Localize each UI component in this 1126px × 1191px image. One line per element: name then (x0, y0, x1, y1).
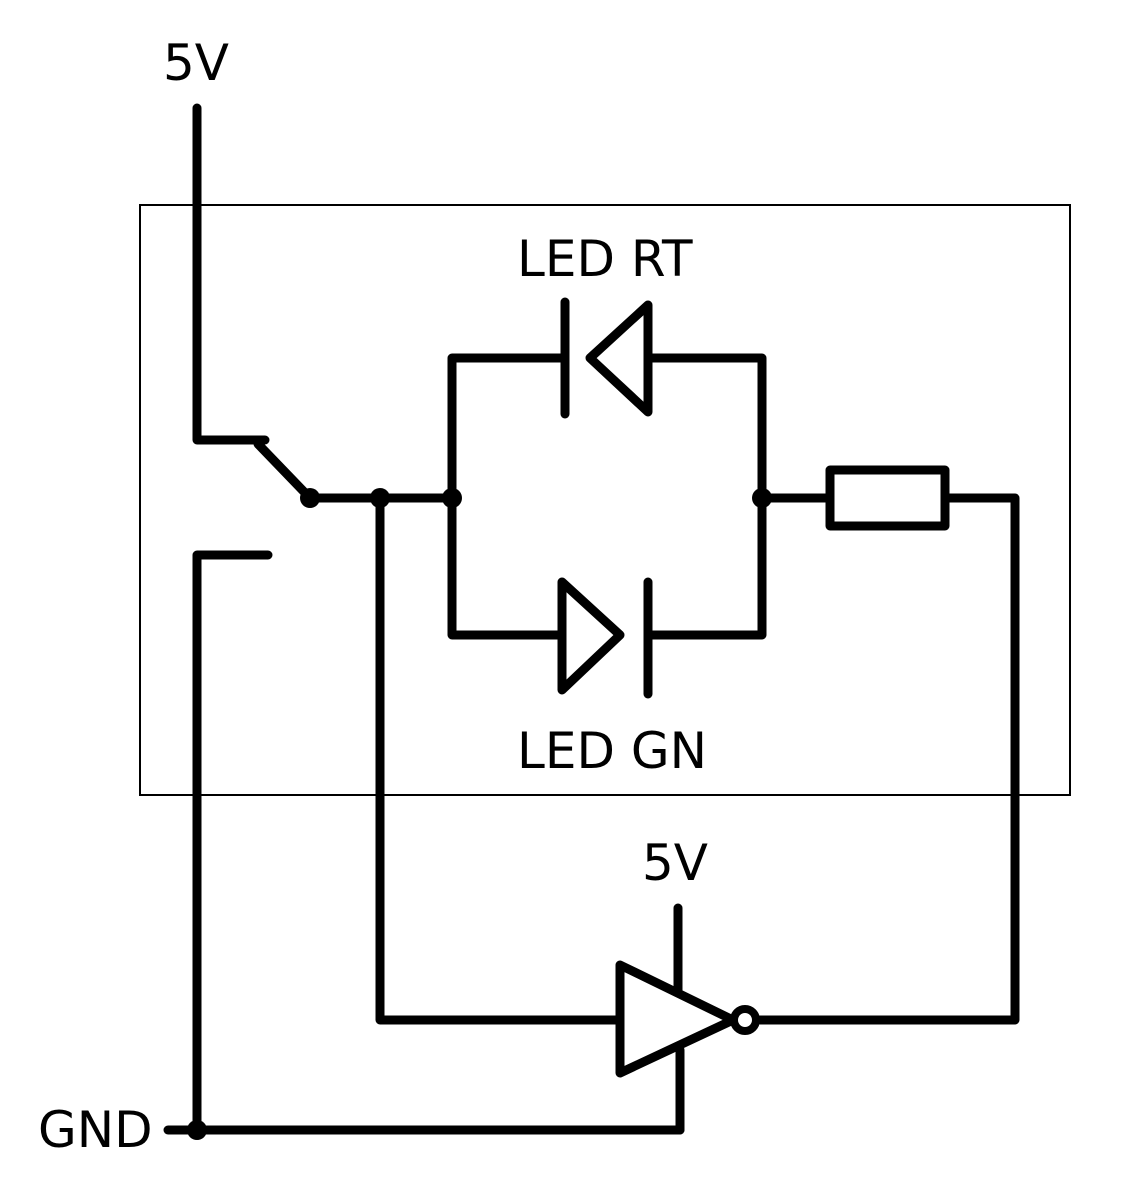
junction-dot-led-right (752, 488, 772, 508)
led-red-diode (560, 297, 653, 419)
led-red-triangle (585, 300, 653, 417)
junction-dot-switch (300, 488, 320, 508)
resistor (825, 465, 950, 531)
junction-dot-ground (187, 1120, 207, 1140)
junction-dot-inverter-tap (370, 488, 390, 508)
resistor-to-inverter-wire (755, 493, 1020, 1025)
led-red-label: LED RT (517, 230, 693, 288)
led-green-label: LED GN (517, 722, 707, 780)
led-green-diode (557, 577, 653, 699)
led-right-bus (645, 353, 767, 640)
supply-top-label: 5V (163, 34, 229, 92)
supply-wire (192, 103, 270, 445)
ground-label: GND (38, 1101, 153, 1159)
enclosure-frame (139, 204, 1071, 796)
ground-contact-wire (192, 550, 273, 1135)
inverter-input-wire (375, 493, 623, 1025)
led-left-bus (447, 353, 567, 640)
switch-lever (253, 439, 315, 503)
inverter-output-bubble (730, 1005, 760, 1035)
inverter-gate (615, 903, 760, 1135)
supply-inverter-label: 5V (642, 834, 708, 892)
junction-dot-led-left (442, 488, 462, 508)
led-green-triangle (557, 577, 625, 695)
